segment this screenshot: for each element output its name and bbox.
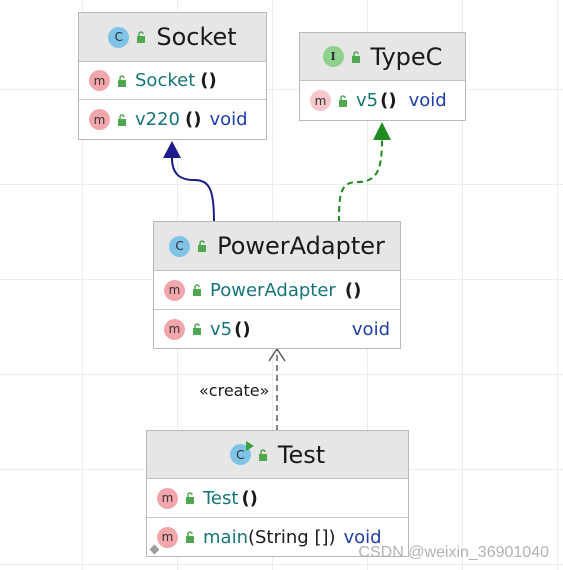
dependency-arrowhead <box>268 347 286 362</box>
public-lock-icon <box>193 284 201 296</box>
method-name: v5 <box>356 90 379 111</box>
method-row[interactable]: m v220 () void <box>79 100 266 139</box>
method-parens: () <box>185 109 202 130</box>
class-icon-letter: C <box>236 447 245 462</box>
method-name: v220 <box>135 109 181 130</box>
method-params: (String []) <box>247 526 336 548</box>
interface-title: TypeC <box>370 42 443 71</box>
public-lock-icon <box>186 492 194 504</box>
run-triangle-icon <box>245 441 254 451</box>
method-icon: m <box>89 70 110 91</box>
method-return-type: void <box>351 318 390 340</box>
implements-arrowhead <box>373 122 391 140</box>
method-return-type: void <box>408 90 447 111</box>
method-parens: () <box>234 318 251 340</box>
class-title: Test <box>277 440 326 469</box>
method-icon: m <box>164 279 185 301</box>
public-lock-icon <box>137 31 146 43</box>
class-title: Socket <box>156 23 237 51</box>
public-lock-icon <box>339 94 347 107</box>
public-lock-icon <box>198 240 207 252</box>
method-icon: m <box>149 526 178 554</box>
class-poweradapter[interactable]: C PowerAdapter m PowerAdapter () m v5 ()… <box>153 221 401 349</box>
class-icon: C <box>169 235 191 257</box>
method-icon: m <box>157 487 178 509</box>
method-name: Socket <box>135 70 196 91</box>
public-lock-icon <box>118 113 126 126</box>
public-lock-icon <box>186 531 194 543</box>
method-name: PowerAdapter <box>210 279 336 301</box>
public-lock-icon <box>193 323 201 335</box>
method-row[interactable]: m Test () <box>147 479 408 518</box>
method-name: main <box>203 526 248 548</box>
method-parens: () <box>344 279 362 301</box>
method-icon: m <box>89 109 110 130</box>
static-pin-icon <box>149 544 160 554</box>
method-icon: m <box>164 318 185 340</box>
method-name: Test <box>203 487 239 509</box>
interface-icon: I <box>322 46 344 67</box>
class-socket[interactable]: C Socket m Socket () m v220 () void <box>78 12 267 140</box>
implements-edge[interactable] <box>338 139 383 223</box>
method-row[interactable]: m v5 () void <box>300 81 465 120</box>
method-parens: () <box>241 487 258 509</box>
class-test-header: C Test <box>147 431 408 479</box>
method-row[interactable]: m Socket () <box>79 62 266 100</box>
extends-arrowhead <box>163 141 181 158</box>
method-icon: m <box>310 90 331 111</box>
method-return-type: void <box>343 526 382 548</box>
class-socket-header: C Socket <box>79 13 266 62</box>
method-row[interactable]: m PowerAdapter () <box>154 271 400 310</box>
class-icon: C <box>229 441 254 465</box>
class-test[interactable]: C Test m Test () m main (String []) void <box>146 430 409 557</box>
method-icon-letter: m <box>161 530 174 544</box>
method-row[interactable]: m main (String []) void <box>147 518 408 556</box>
interface-typec[interactable]: I TypeC m v5 () void <box>299 32 466 121</box>
public-lock-icon <box>351 50 360 63</box>
method-name: v5 <box>210 318 233 340</box>
class-icon: C <box>108 26 130 48</box>
method-row[interactable]: m v5 () void <box>154 310 400 348</box>
method-parens: () <box>380 90 397 111</box>
create-stereotype-label: «create» <box>199 381 270 400</box>
interface-typec-header: I TypeC <box>300 33 465 81</box>
method-parens: () <box>200 70 217 91</box>
public-lock-icon <box>258 448 267 461</box>
class-poweradapter-header: C PowerAdapter <box>154 222 400 271</box>
watermark: CSDN @weixin_36901040 <box>358 544 549 561</box>
extends-edge[interactable] <box>171 157 215 223</box>
method-return-type: void <box>209 109 248 130</box>
public-lock-icon <box>118 74 126 87</box>
class-title: PowerAdapter <box>217 232 385 260</box>
